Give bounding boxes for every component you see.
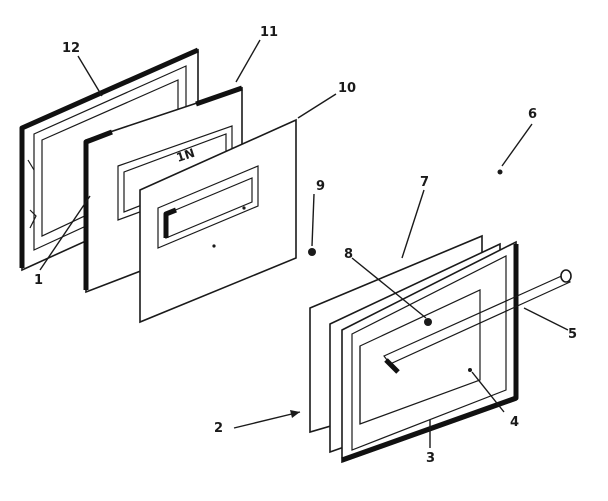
callout-9: 9 bbox=[316, 179, 325, 194]
callout-3: 3 bbox=[426, 451, 435, 466]
part-3-front-door bbox=[341, 240, 519, 464]
part-8-fastener bbox=[424, 318, 432, 326]
callout-12: 12 bbox=[62, 41, 80, 56]
callout-6: 6 bbox=[528, 107, 537, 122]
leader-lines bbox=[39, 39, 569, 448]
callout-4: 4 bbox=[510, 415, 519, 430]
callout-7: 7 bbox=[420, 175, 429, 190]
callout-labels: 12 11 10 1 9 6 7 8 5 4 3 2 bbox=[34, 25, 577, 466]
part-6-small-part bbox=[497, 169, 503, 175]
callout-1: 1 bbox=[34, 273, 43, 288]
part-10-window-panel bbox=[139, 118, 297, 324]
callout-2: 2 bbox=[214, 421, 223, 436]
part-5-handle bbox=[383, 269, 572, 374]
callout-5: 5 bbox=[568, 327, 577, 342]
part-4-clip bbox=[468, 368, 472, 372]
callout-10: 10 bbox=[338, 81, 356, 96]
callout-8: 8 bbox=[344, 247, 353, 262]
callout-11: 11 bbox=[260, 25, 278, 40]
part-9-screw bbox=[308, 248, 316, 256]
panel-text: 1N bbox=[175, 146, 197, 165]
